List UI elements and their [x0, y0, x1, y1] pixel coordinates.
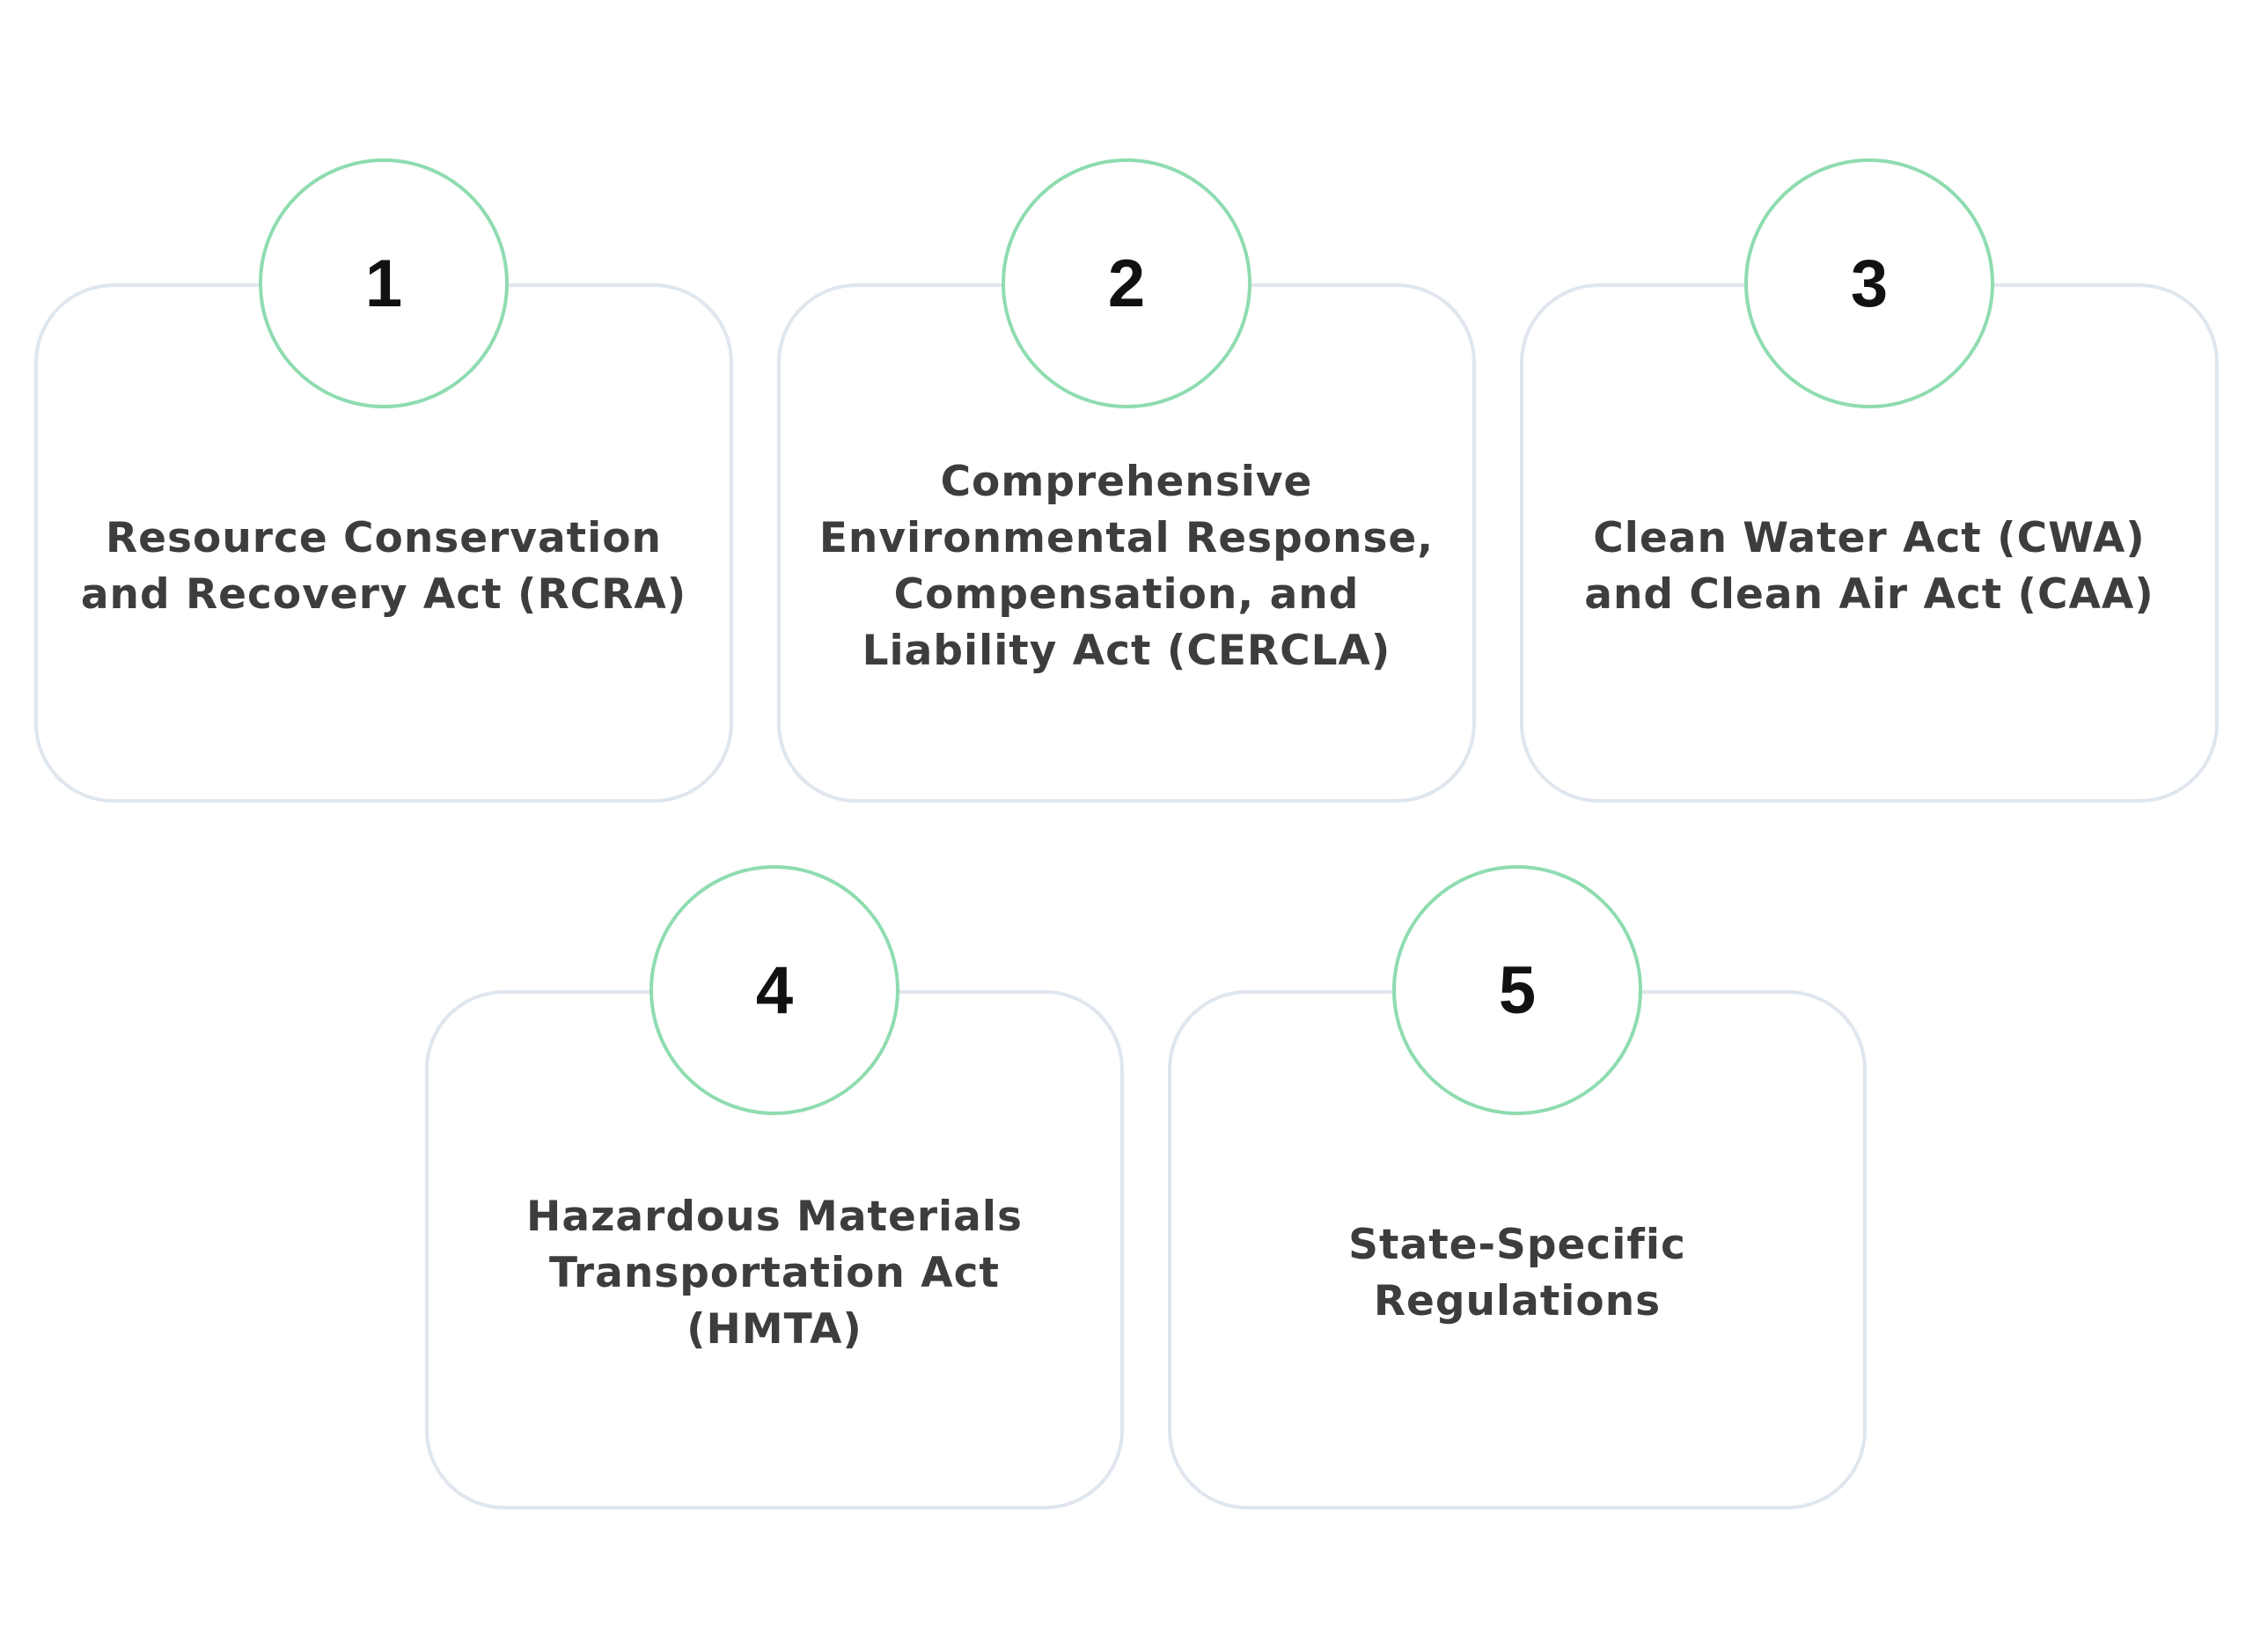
step-number: 5	[1498, 952, 1537, 1028]
step-number: 1	[364, 246, 403, 321]
step-number-circle: 4	[649, 865, 899, 1115]
step-number: 4	[755, 952, 794, 1028]
step-number-circle: 2	[1002, 158, 1251, 408]
card-cercla: 2 Comprehensive Environmental Response, …	[777, 158, 1476, 803]
label-line: Compensation, and	[893, 570, 1360, 619]
label-line: Transportation Act	[549, 1249, 1000, 1297]
label-line: Regulations	[1373, 1277, 1662, 1325]
card-cwa-caa: 3 Clean Water Act (CWA) and Clean Air Ac…	[1520, 158, 2219, 803]
label-line: Comprehensive	[940, 458, 1313, 506]
card-label: Hazardous Materials Transportation Act (…	[464, 1189, 1085, 1358]
card-label: Resource Conservation and Recovery Act (…	[73, 510, 694, 623]
card-label: State-Specific Regulations	[1207, 1217, 1828, 1330]
step-number: 3	[1850, 246, 1889, 321]
label-line: Hazardous Materials	[526, 1193, 1023, 1241]
label-line: and Recovery Act (RCRA)	[80, 570, 687, 619]
card-hmta: 4 Hazardous Materials Transportation Act…	[425, 865, 1124, 1509]
card-label: Clean Water Act (CWA) and Clean Air Act …	[1559, 510, 2180, 623]
label-line: Liability Act (CERCLA)	[862, 627, 1391, 675]
card-label: Comprehensive Environmental Response, Co…	[816, 454, 1437, 679]
label-line: Resource Conservation	[105, 514, 663, 562]
step-number-circle: 1	[259, 158, 509, 408]
step-number: 2	[1107, 246, 1146, 321]
label-line: Clean Water Act (CWA)	[1593, 514, 2146, 562]
label-line: Environmental Response,	[818, 514, 1435, 562]
label-line: (HMTA)	[686, 1305, 862, 1354]
card-rcra: 1 Resource Conservation and Recovery Act…	[34, 158, 733, 803]
step-number-circle: 3	[1744, 158, 1994, 408]
label-line: and Clean Air Act (CAA)	[1584, 570, 2154, 619]
card-state-regulations: 5 State-Specific Regulations	[1168, 865, 1867, 1509]
step-number-circle: 5	[1392, 865, 1642, 1115]
label-line: State-Specific	[1348, 1221, 1686, 1269]
